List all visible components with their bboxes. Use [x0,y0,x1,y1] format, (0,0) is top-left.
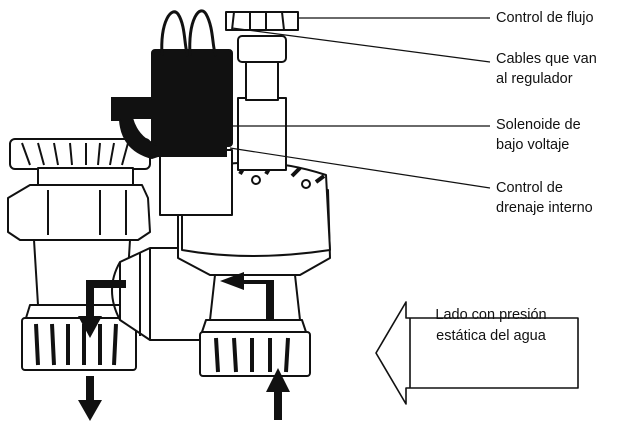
outlet-arrow-down [78,376,102,421]
pressure-callout-line-1: Lado con presión [435,307,547,323]
internal-drain-block [159,149,233,216]
solenoid-cables [160,9,218,57]
label-cables: Cables que van al regulador [496,49,597,89]
label-drain-line-1: Control de [496,180,563,196]
inlet-arrow-up [266,368,290,420]
left-union-cap [7,138,151,371]
flow-arrows [78,272,290,421]
pressure-side-callout-arrow [375,301,579,405]
label-cables-line-1: Cables que van [496,51,597,67]
pressure-callout-line-2: estática del agua [436,328,546,344]
label-flow-control: Control de flujo [496,10,594,26]
label-cables-line-2: al regulador [496,71,573,87]
leader-lines [229,17,491,189]
valve-flow-arrow [220,272,274,320]
label-solenoid-line-2: bajo voltaje [496,137,570,153]
elbow-flow-arrow [78,280,126,338]
flow-control-stem [225,11,299,171]
label-internal-drain: Control de drenaje interno [496,178,593,218]
label-drain-line-2: drenaje interno [496,200,593,216]
solenoid-coil [111,49,233,160]
label-solenoid-line-1: Solenoide de [496,117,581,133]
pressure-side-callout: Lado con presión estática del agua [406,305,576,347]
label-solenoid: Solenoide de bajo voltaje [496,115,581,155]
